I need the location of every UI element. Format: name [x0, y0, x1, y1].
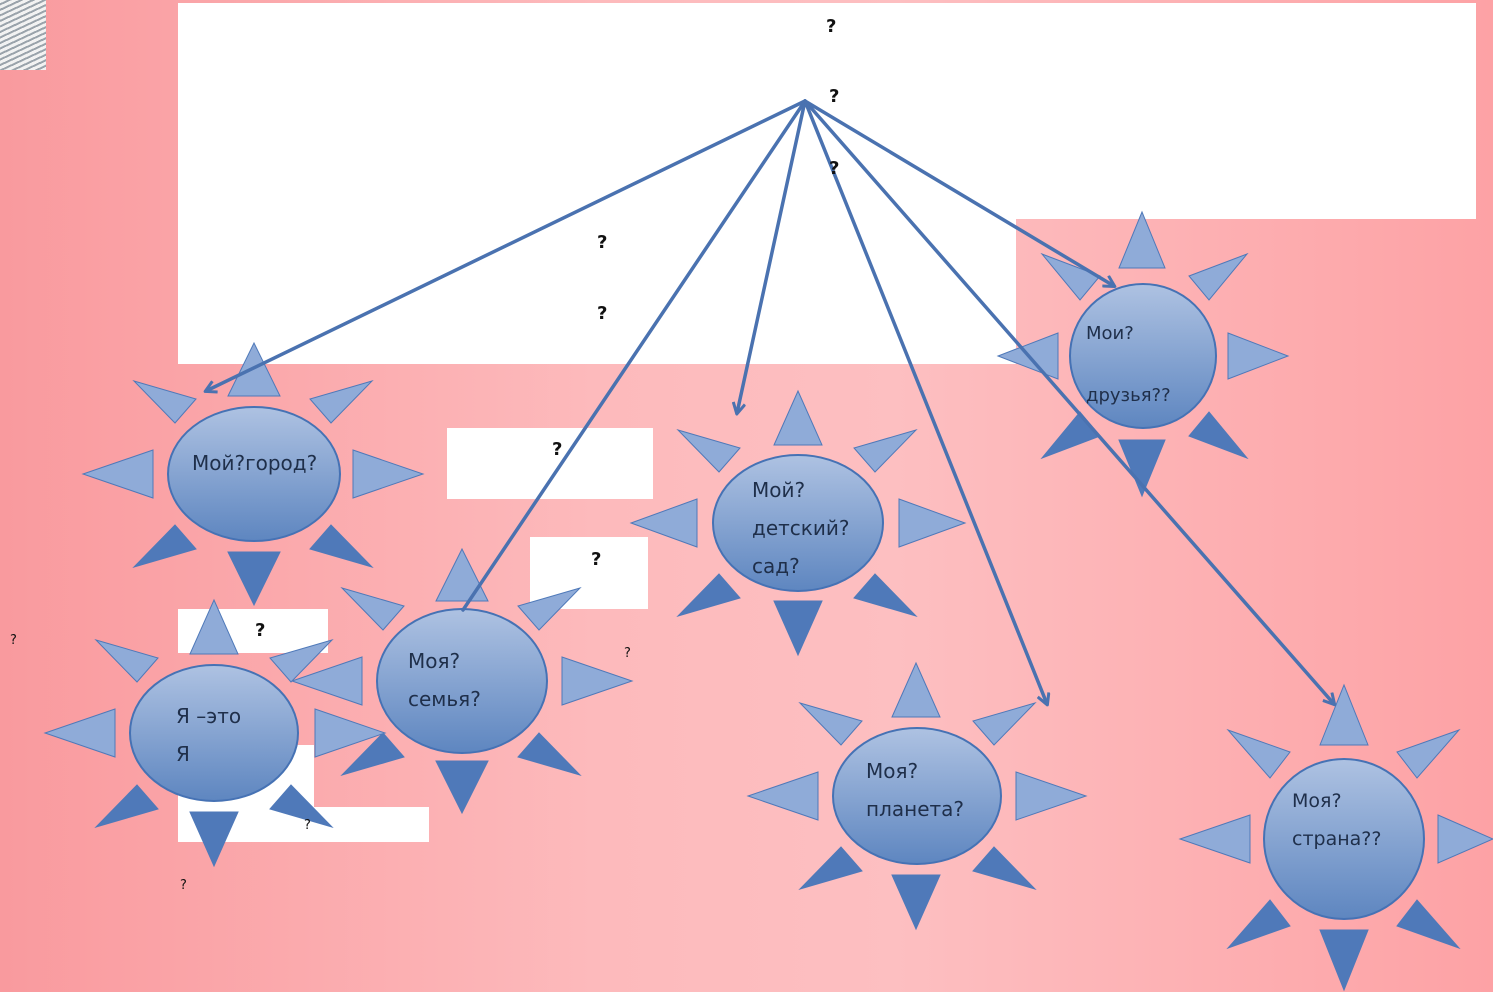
sun-friends — [996, 210, 1290, 498]
sun-label-line: сад? — [752, 554, 800, 578]
sun-label-line: друзья?? — [1086, 385, 1171, 406]
sun-label-line: Мои? — [1086, 323, 1134, 344]
glyph-placeholder: ? — [624, 646, 631, 661]
glyph-placeholder: ? — [180, 878, 187, 893]
striped-corner-decoration — [0, 0, 46, 70]
sun-label-planet: Моя? планета? — [866, 752, 964, 828]
glyph-placeholder: ? — [829, 158, 840, 179]
sun-country — [1178, 683, 1493, 992]
glyph-placeholder: ? — [304, 818, 311, 833]
glyph-placeholder: ? — [255, 620, 266, 641]
glyph-placeholder: ? — [591, 549, 602, 570]
sun-planet — [746, 661, 1088, 931]
sun-city — [81, 341, 425, 607]
sun-label-city: Мой?город? — [192, 444, 317, 482]
sun-label-line: Мой? — [752, 478, 806, 502]
arrow-to-family — [461, 99, 807, 612]
title-white-box-lower — [178, 219, 1016, 364]
sun-label-line: детский? — [752, 516, 850, 540]
sun-label-line: Моя? — [408, 649, 461, 673]
glyph-placeholder: ? — [597, 303, 608, 324]
sun-label-line: планета? — [866, 797, 965, 821]
sun-label-line: Мой?город? — [192, 451, 318, 475]
white-box-middle — [447, 428, 653, 499]
sun-label-line: семья? — [408, 687, 481, 711]
sun-label-country: Моя? страна?? — [1292, 782, 1381, 858]
glyph-placeholder: ? — [10, 633, 17, 648]
sun-kindergarten — [629, 389, 967, 657]
arrow-to-friends — [803, 99, 1114, 286]
glyph-placeholder: ? — [552, 439, 563, 460]
sun-family — [290, 547, 634, 815]
arrow-to-city — [206, 99, 807, 391]
arrow-to-country — [803, 99, 1334, 704]
sun-me — [43, 598, 387, 868]
sun-label-line: Моя? — [866, 759, 919, 783]
sun-label-friends: Мои? друзья?? — [1086, 323, 1171, 407]
glyph-placeholder: ? — [826, 16, 837, 37]
sun-label-family: Моя? семья? — [408, 642, 481, 718]
arrow-to-kindergarten — [737, 99, 807, 413]
glyph-placeholder: ? — [597, 232, 608, 253]
title-white-box — [178, 3, 1476, 219]
sun-label-line: Я –это — [176, 704, 242, 728]
connector-arrows — [206, 99, 1334, 704]
sun-label-line: страна?? — [1292, 828, 1382, 850]
sun-label-line: Я — [176, 742, 190, 766]
sun-label-kindergarten: Мой? детский? сад? — [752, 471, 849, 585]
sun-label-line: Моя? — [1292, 790, 1342, 812]
sun-label-me: Я –это Я — [176, 697, 241, 773]
glyph-placeholder: ? — [829, 86, 840, 107]
arrow-to-planet — [803, 99, 1047, 704]
